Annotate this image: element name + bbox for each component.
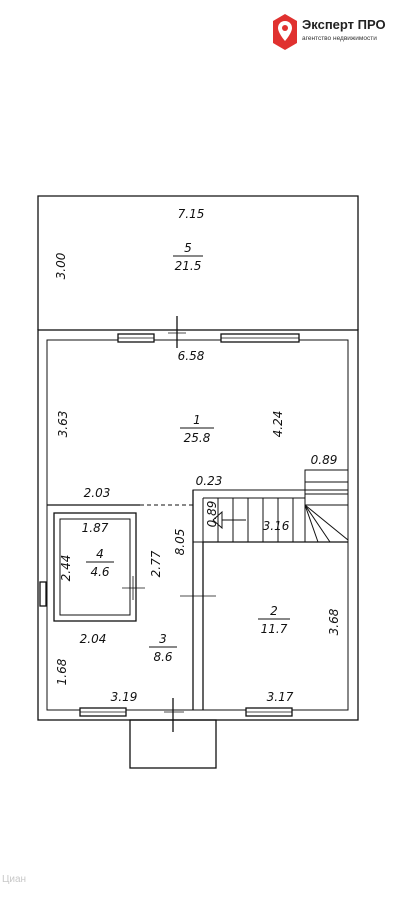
room-3-label: 3 8.6 xyxy=(149,632,177,664)
dimension-label: 6.58 xyxy=(178,349,205,363)
logo-emblem-icon xyxy=(273,14,297,50)
dimension-label: 3.16 xyxy=(263,519,290,533)
watermark: Циан xyxy=(2,874,27,885)
dimension-label: 3.68 xyxy=(327,608,341,635)
room-number: 1 xyxy=(193,413,201,427)
dimension-label: 2.77 xyxy=(149,550,163,577)
dimension-label: 8.05 xyxy=(173,529,187,556)
room-area: 25.8 xyxy=(184,431,211,445)
room-1-label: 1 25.8 xyxy=(180,413,214,445)
dimension-label: 1.68 xyxy=(55,658,69,685)
dimension-label: 2.04 xyxy=(80,632,107,646)
dimension-label: 7.15 xyxy=(178,207,205,221)
dimension-label: 0.89 xyxy=(205,501,219,528)
room-area: 4.6 xyxy=(90,565,109,579)
room-4-walls xyxy=(53,512,137,622)
room-number: 5 xyxy=(184,241,192,255)
agency-logo: Эксперт ПРО агентство недвижимости xyxy=(270,10,402,54)
room-area: 21.5 xyxy=(175,259,202,273)
dimension-label: 2.03 xyxy=(84,486,111,500)
dimension-label: 2.44 xyxy=(59,555,73,582)
room-4-label: 4 4.6 xyxy=(86,547,114,579)
staircase xyxy=(192,469,349,543)
room-number: 3 xyxy=(159,632,167,646)
window-left xyxy=(39,581,47,607)
room-area: 8.6 xyxy=(153,650,172,664)
dimension-label: 0.23 xyxy=(196,474,223,488)
dimension-label: 0.89 xyxy=(311,453,338,467)
dimension-label: 4.24 xyxy=(271,411,285,438)
room-2-label: 2 11.7 xyxy=(258,604,290,636)
room-number: 4 xyxy=(96,547,104,561)
logo-subtitle: агентство недвижимости xyxy=(302,35,377,42)
dimension-label: 3.63 xyxy=(56,411,70,438)
dimension-label: 3.17 xyxy=(267,690,294,704)
dimension-label: 3.00 xyxy=(54,252,68,279)
dimension-label: 3.19 xyxy=(111,690,138,704)
room-area: 11.7 xyxy=(261,622,288,636)
dimension-label: 1.87 xyxy=(82,521,109,535)
room-5-label: 5 21.5 xyxy=(173,241,203,273)
room-number: 2 xyxy=(270,604,278,618)
terrace-outline xyxy=(37,195,359,330)
logo-title: Эксперт ПРО xyxy=(302,17,386,32)
